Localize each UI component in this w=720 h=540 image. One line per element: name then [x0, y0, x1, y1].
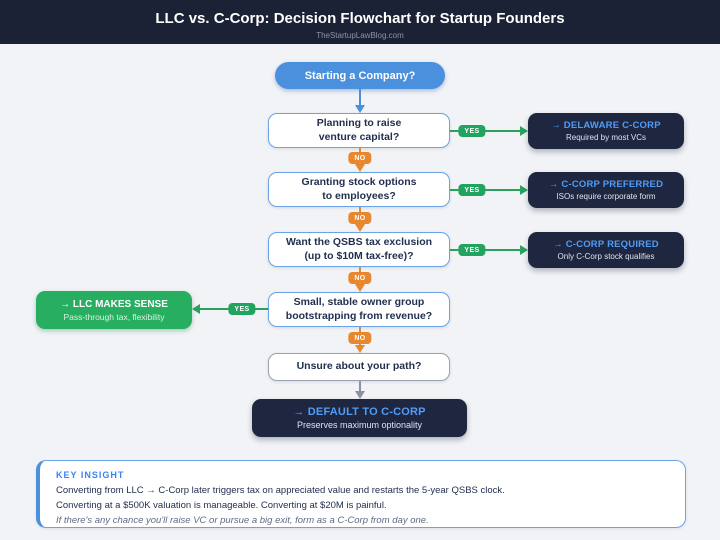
yes-badge: YES: [458, 125, 486, 137]
arrowhead-down-icon: [355, 391, 365, 399]
question-box-stock-options: Granting stock options to employees?: [268, 172, 450, 207]
arrowhead-left-icon: [192, 304, 200, 314]
yes-badge: YES: [458, 184, 486, 196]
result-llc-makes-sense: → LLC MAKES SENSE Pass-through tax, flex…: [36, 291, 192, 329]
result-title: → C-CORP PREFERRED: [548, 179, 664, 190]
arrowhead-right-icon: [520, 245, 528, 255]
question-box-bootstrapping: Small, stable owner group bootstrapping …: [268, 292, 450, 327]
arrowhead-down-icon: [355, 284, 365, 292]
result-title: → DELAWARE C-CORP: [551, 120, 661, 131]
yes-badge: YES: [228, 303, 256, 315]
question-line: (up to $10M tax-free)?: [304, 249, 414, 262]
question-line: to employees?: [322, 189, 396, 202]
question-line: Unsure about your path?: [296, 360, 422, 373]
arrowhead-down-icon: [355, 164, 365, 172]
key-insight-line-2: Converting at a $500K valuation is manag…: [56, 500, 387, 511]
result-title: → DEFAULT TO C-CORP: [293, 406, 426, 418]
question-box-unsure-path: Unsure about your path?: [268, 353, 450, 381]
result-subtitle: Only C-Corp stock qualifies: [557, 252, 655, 261]
no-badge: NO: [348, 212, 372, 224]
result-c-corp-preferred: → C-CORP PREFERRED ISOs require corporat…: [528, 172, 684, 208]
result-title: → LLC MAKES SENSE: [60, 298, 168, 310]
page-subtitle: TheStartupLawBlog.com: [316, 31, 404, 40]
key-insight-heading: KEY INSIGHT: [56, 470, 125, 480]
key-insight-line-1: Converting from LLC → C-Corp later trigg…: [56, 485, 505, 496]
arrowhead-right-icon: [520, 185, 528, 195]
header: LLC vs. C-Corp: Decision Flowchart for S…: [0, 0, 720, 44]
result-c-corp-required: → C-CORP REQUIRED Only C-Corp stock qual…: [528, 232, 684, 268]
arrowhead-down-icon: [355, 105, 365, 113]
key-insight-panel: KEY INSIGHT Converting from LLC → C-Corp…: [36, 460, 686, 528]
result-delaware-c-corp: → DELAWARE C-CORP Required by most VCs: [528, 113, 684, 149]
start-node: Starting a Company?: [275, 62, 445, 89]
key-insight-line-3: If there's any chance you'll raise VC or…: [56, 515, 429, 526]
result-subtitle: Preserves maximum optionality: [296, 420, 423, 430]
result-title: → C-CORP REQUIRED: [553, 239, 659, 250]
start-node-label: Starting a Company?: [304, 69, 416, 82]
arrowhead-right-icon: [520, 126, 528, 136]
no-badge: NO: [348, 332, 372, 344]
question-line: bootstrapping from revenue?: [285, 309, 433, 322]
result-default-c-corp: → DEFAULT TO C-CORP Preserves maximum op…: [252, 399, 467, 437]
arrowhead-down-icon: [355, 224, 365, 232]
connector-start-q1: [359, 89, 361, 105]
question-line: venture capital?: [318, 130, 400, 143]
question-line: Granting stock options: [301, 175, 417, 188]
result-subtitle: ISOs require corporate form: [556, 192, 656, 201]
question-line: Planning to raise: [316, 116, 402, 129]
question-box-qsbs-exclusion: Want the QSBS tax exclusion (up to $10M …: [268, 232, 450, 267]
page-title: LLC vs. C-Corp: Decision Flowchart for S…: [155, 10, 565, 27]
question-box-venture-capital: Planning to raise venture capital?: [268, 113, 450, 148]
flowchart-canvas: Starting a Company? Planning to raise ve…: [0, 44, 720, 540]
connector-q5-default: [359, 381, 361, 391]
arrowhead-down-icon: [355, 345, 365, 353]
no-badge: NO: [348, 152, 372, 164]
question-line: Want the QSBS tax exclusion: [285, 235, 433, 248]
result-subtitle: Required by most VCs: [565, 133, 647, 142]
yes-badge: YES: [458, 244, 486, 256]
no-badge: NO: [348, 272, 372, 284]
result-subtitle: Pass-through tax, flexibility: [63, 311, 165, 322]
question-line: Small, stable owner group: [293, 295, 425, 308]
